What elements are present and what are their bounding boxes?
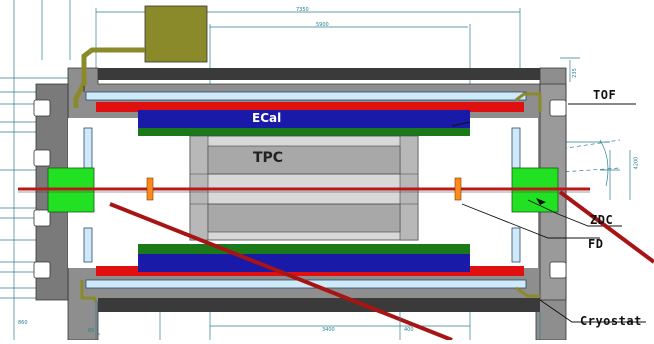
zdc-label: ZDC (590, 213, 614, 227)
bottom-dimension-ticks (95, 300, 541, 340)
fd-right (454, 177, 462, 201)
dim-right-top: 235 (571, 68, 578, 78)
green-bar-top (138, 128, 470, 136)
dim-top-overall: 7350 (296, 7, 309, 13)
leader-lines (451, 103, 646, 323)
left-bolts (33, 99, 567, 279)
dim-bottom-left-small: 65 (88, 328, 95, 334)
dim-bottom-right-small: 400 (404, 327, 414, 333)
ecal-bottom (138, 254, 470, 272)
green-bar-bottom (138, 244, 470, 254)
dim-left-small: 860 (18, 320, 28, 326)
cryostat-label: Cryostat (580, 314, 642, 328)
dim-bottom-inner: 3400 (322, 327, 335, 333)
fd-label: FD (588, 237, 604, 251)
tpc-label: TPC (253, 150, 284, 166)
cable-pipe (73, 5, 542, 303)
diagonal-line-right (558, 190, 654, 264)
ecal-label: ECal (252, 111, 282, 125)
fd-left (146, 177, 154, 201)
diagonal-line-left (109, 202, 453, 342)
ecal-top (138, 110, 470, 128)
dim-top-inner: 5900 (316, 22, 329, 28)
dim-right-mid: 4200 (633, 156, 640, 170)
tof-label: TOF (593, 88, 617, 102)
